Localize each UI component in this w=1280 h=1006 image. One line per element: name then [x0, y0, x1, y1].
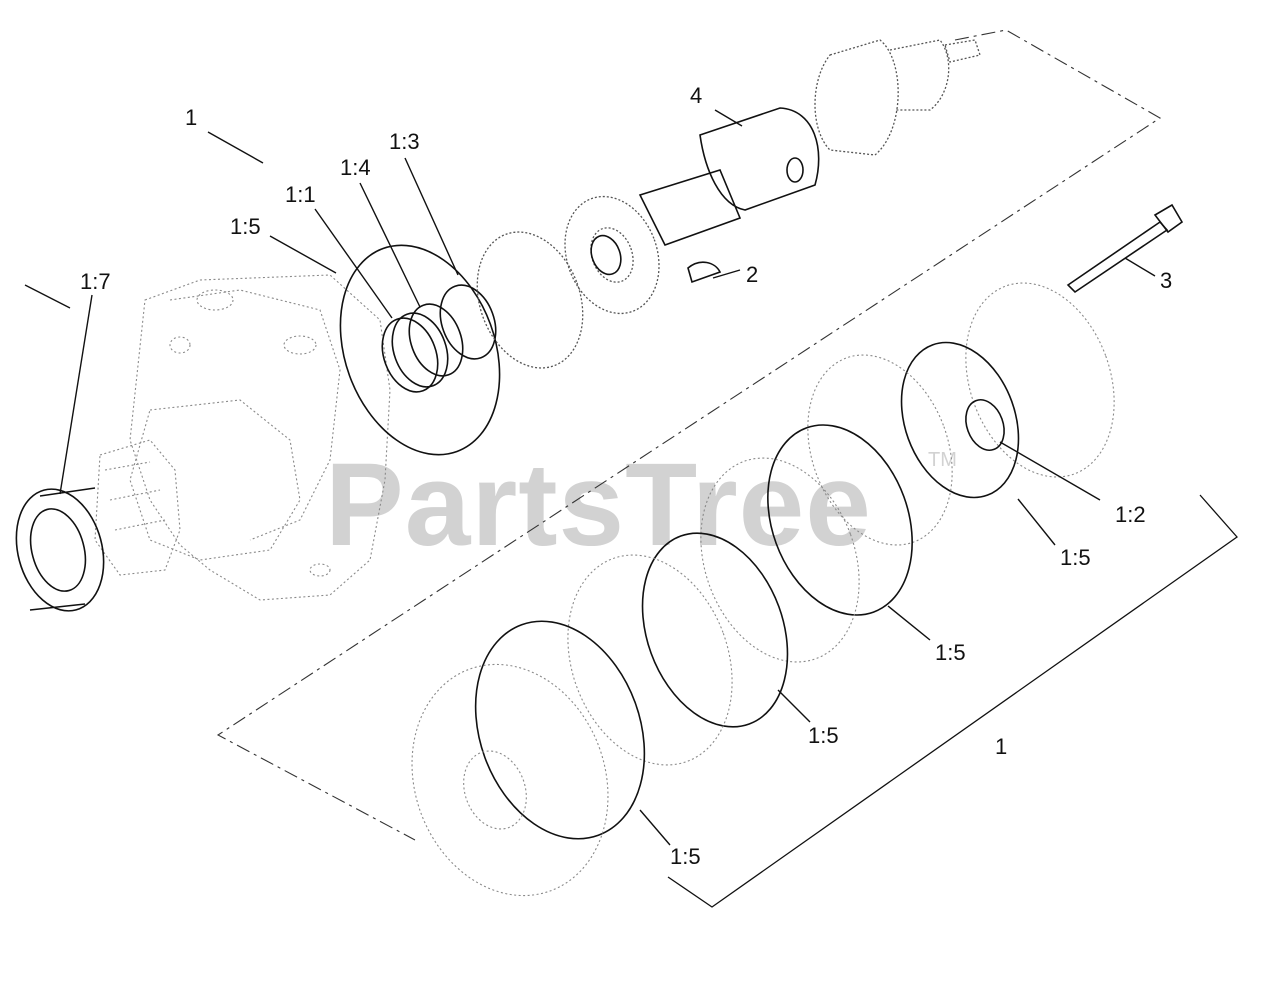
- callout-1-1: 1:1: [285, 182, 316, 207]
- bearing-gear-part: [476, 195, 660, 369]
- callout-3: 3: [1160, 268, 1172, 293]
- callout-1-bottom: 1: [995, 734, 1007, 759]
- assembly-brackets: [24, 284, 1238, 908]
- watermark-text: PartsTree: [325, 439, 872, 571]
- woodruff-key-part: [687, 261, 722, 284]
- watermark: PartsTree TM: [325, 439, 957, 571]
- leader-lines: [59, 109, 1156, 846]
- bracket-bottom: [667, 494, 1238, 908]
- callout-labels: 1 1:7 1:5 1:1 1:4 1:3 4 2 3 1:2 1:5 1:5 …: [80, 83, 1172, 869]
- callout-2: 2: [746, 262, 758, 287]
- callout-1-4: 1:4: [340, 155, 371, 180]
- o-ring-top-part: [339, 244, 501, 456]
- bracket-top: [24, 284, 71, 309]
- callout-1-2: 1:2: [1115, 502, 1146, 527]
- shaft-seal-part: [15, 487, 105, 612]
- bolt-part: [1066, 203, 1184, 294]
- drive-shaft-part: [638, 39, 981, 246]
- callout-1-5-d: 1:5: [670, 844, 701, 869]
- callout-1-5-a: 1:5: [1060, 545, 1091, 570]
- watermark-tm: TM: [928, 449, 957, 471]
- motor-housing: [94, 274, 391, 601]
- callout-4: 4: [690, 83, 702, 108]
- callout-1-top: 1: [185, 105, 197, 130]
- rear-disk-stack: [411, 282, 1115, 897]
- callout-1-5-top: 1:5: [230, 214, 261, 239]
- assembly-centerlines: [216, 29, 1162, 841]
- callout-1-5-b: 1:5: [935, 640, 966, 665]
- callout-1-7: 1:7: [80, 269, 111, 294]
- seal-stack-part: [381, 284, 497, 393]
- callout-1-3: 1:3: [389, 129, 420, 154]
- centerline-main: [216, 29, 1162, 841]
- callout-1-5-c: 1:5: [808, 723, 839, 748]
